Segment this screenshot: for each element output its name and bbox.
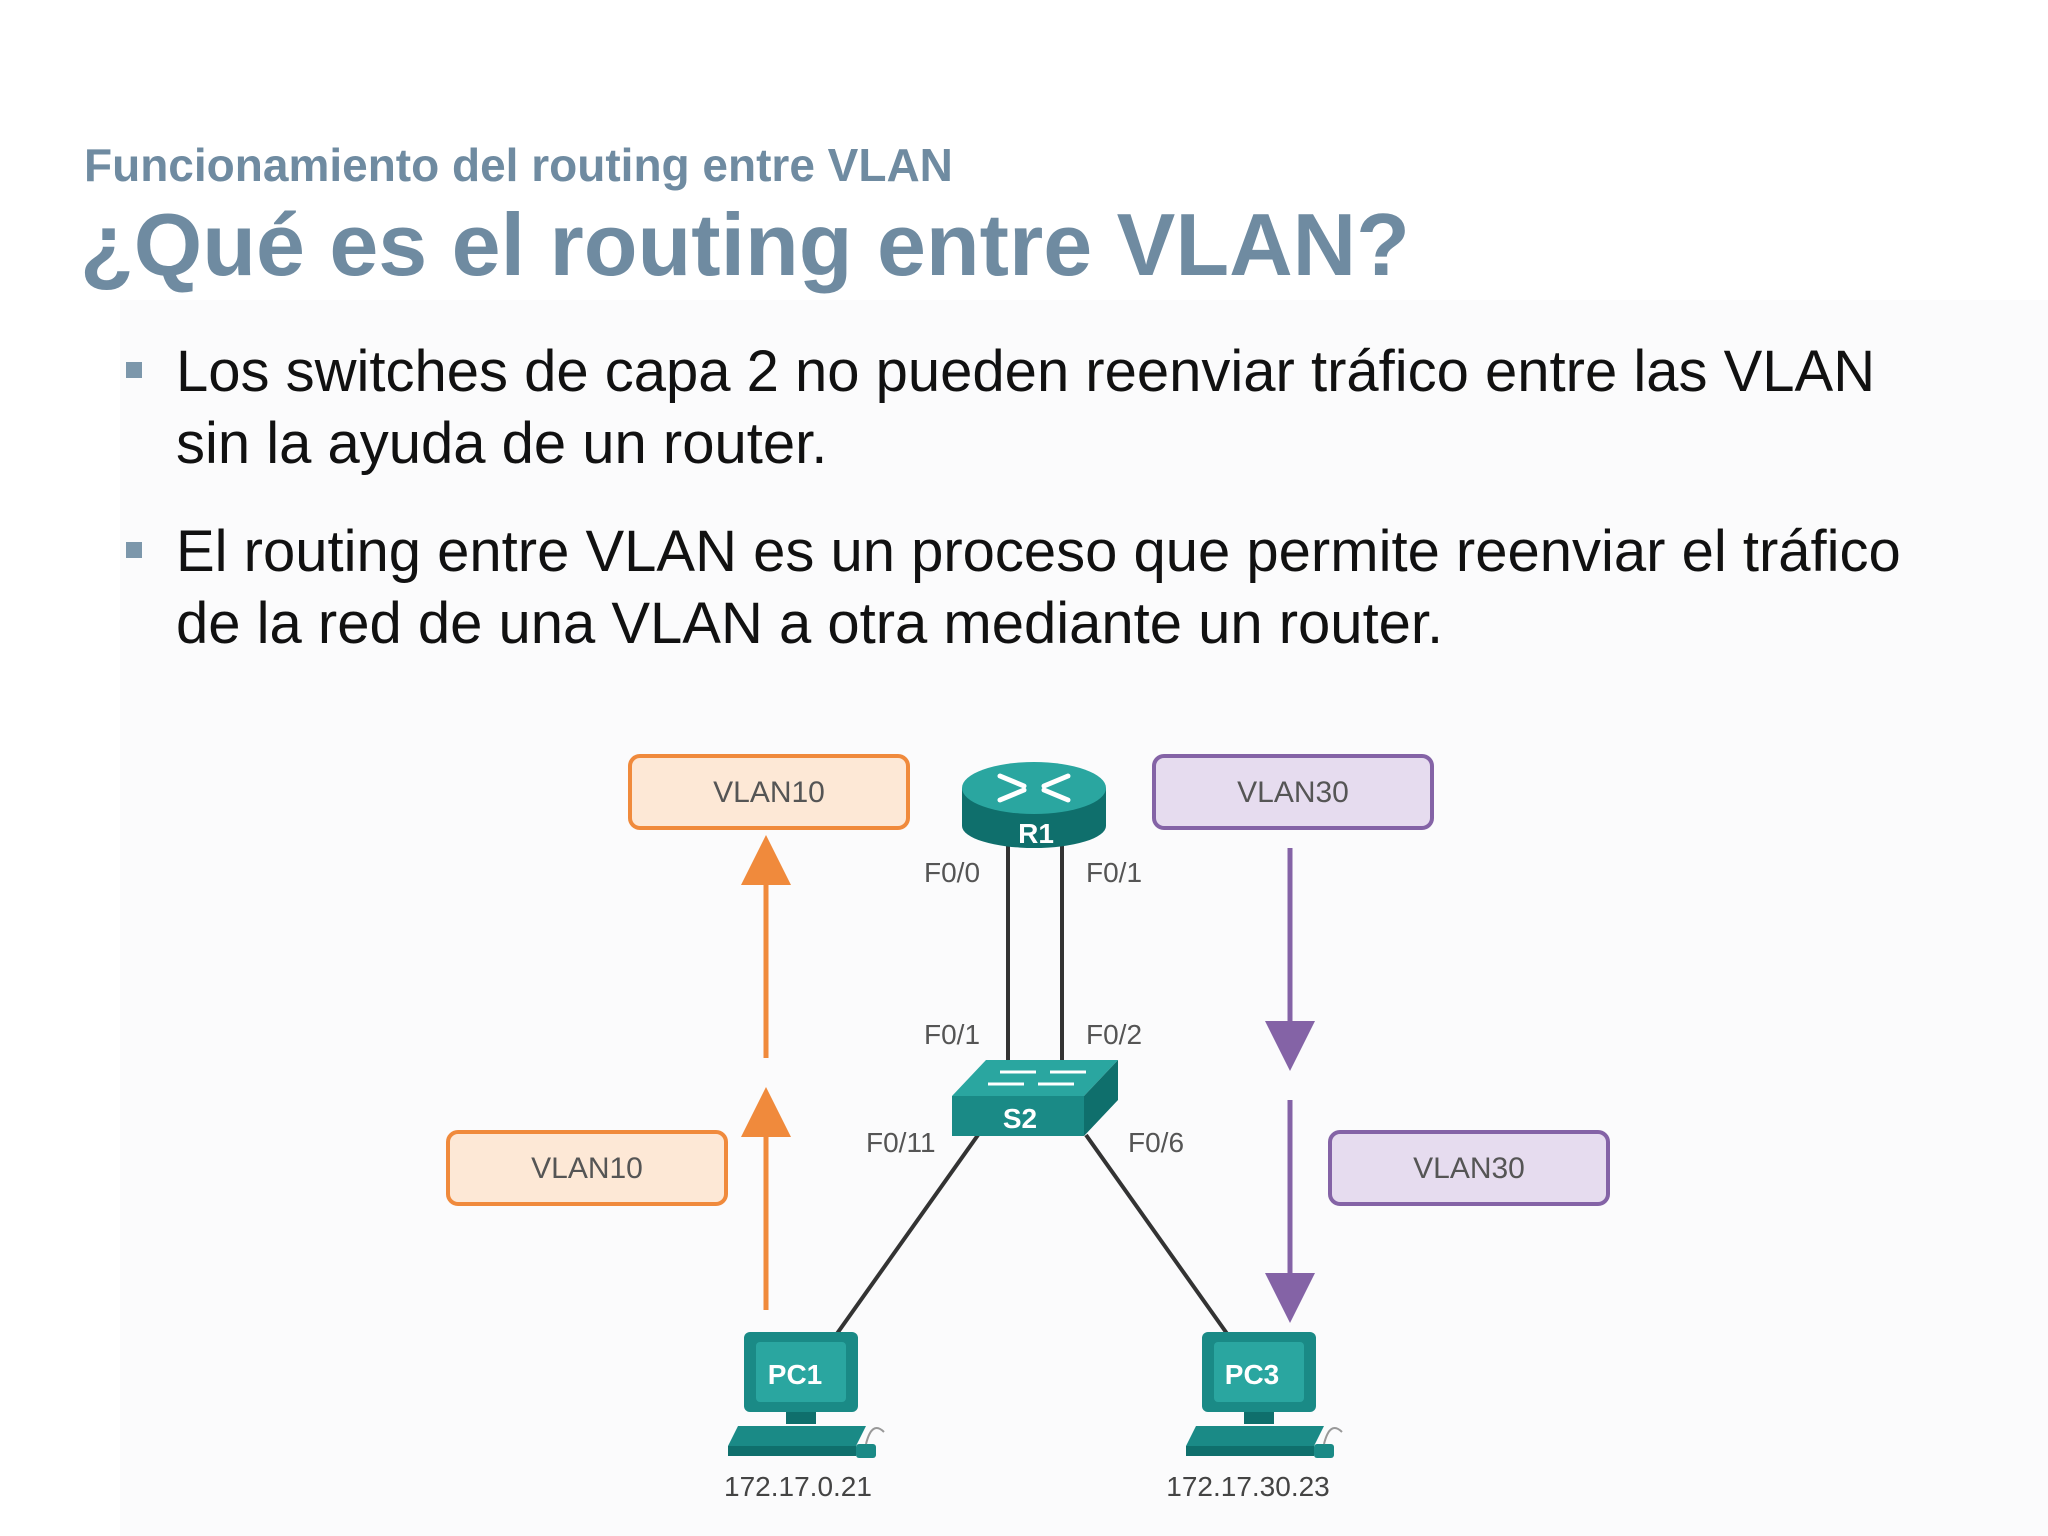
vlan-label: VLAN10	[713, 776, 825, 809]
bullet-item: El routing entre VLAN es un proceso que …	[120, 516, 1920, 660]
router-name: R1	[1018, 818, 1054, 849]
pc-pc1: PC1	[728, 1332, 885, 1458]
switch-s2: S2	[952, 1060, 1118, 1136]
vlan-box-left-bottom: VLAN10	[446, 1130, 728, 1206]
vlan-box-right-bottom: VLAN30	[1328, 1130, 1610, 1206]
bullet-list: Los switches de capa 2 no pueden reenvia…	[120, 336, 1920, 696]
switch-name: S2	[1003, 1103, 1037, 1134]
port-label: F0/6	[1128, 1127, 1184, 1158]
pc-pc3: PC3	[1186, 1332, 1343, 1458]
port-label: F0/1	[924, 1019, 980, 1050]
vlan-box-left-top: VLAN10	[628, 754, 910, 830]
pc-name: PC3	[1225, 1359, 1279, 1390]
section-subtitle: Funcionamiento del routing entre VLAN	[84, 139, 953, 191]
content-background	[120, 300, 2048, 1536]
pc-ip-address: 172.17.30.23	[1166, 1471, 1330, 1502]
traffic-arrows	[741, 835, 1315, 1323]
vlan-label: VLAN30	[1237, 776, 1349, 809]
switch-arrows-icon	[988, 1070, 1086, 1086]
page-title: ¿Qué es el routing entre VLAN?	[80, 195, 1410, 294]
bullet-item: Los switches de capa 2 no pueden reenvia…	[120, 336, 1920, 480]
cable-s2-pc3	[1084, 1133, 1230, 1337]
square-bullet-icon	[126, 362, 142, 378]
port-label: F0/1	[1086, 857, 1142, 888]
bullet-text: Los switches de capa 2 no pueden reenvia…	[176, 339, 1876, 476]
port-label: F0/11	[866, 1127, 936, 1158]
pc-name: PC1	[768, 1359, 822, 1390]
square-bullet-icon	[126, 542, 142, 558]
vlan-label: VLAN10	[531, 1152, 643, 1185]
vlan-box-right-top: VLAN30	[1152, 754, 1434, 830]
cables	[834, 830, 1230, 1337]
bullet-text: El routing entre VLAN es un proceso que …	[176, 519, 1901, 656]
router-r1: R1	[962, 762, 1106, 849]
cable-s2-pc1	[834, 1133, 980, 1337]
port-label: F0/0	[924, 857, 980, 888]
vlan-label: VLAN30	[1413, 1152, 1525, 1185]
port-label: F0/2	[1086, 1019, 1142, 1050]
router-arrows-icon	[997, 773, 1071, 803]
pc-ip-address: 172.17.0.21	[724, 1471, 872, 1502]
